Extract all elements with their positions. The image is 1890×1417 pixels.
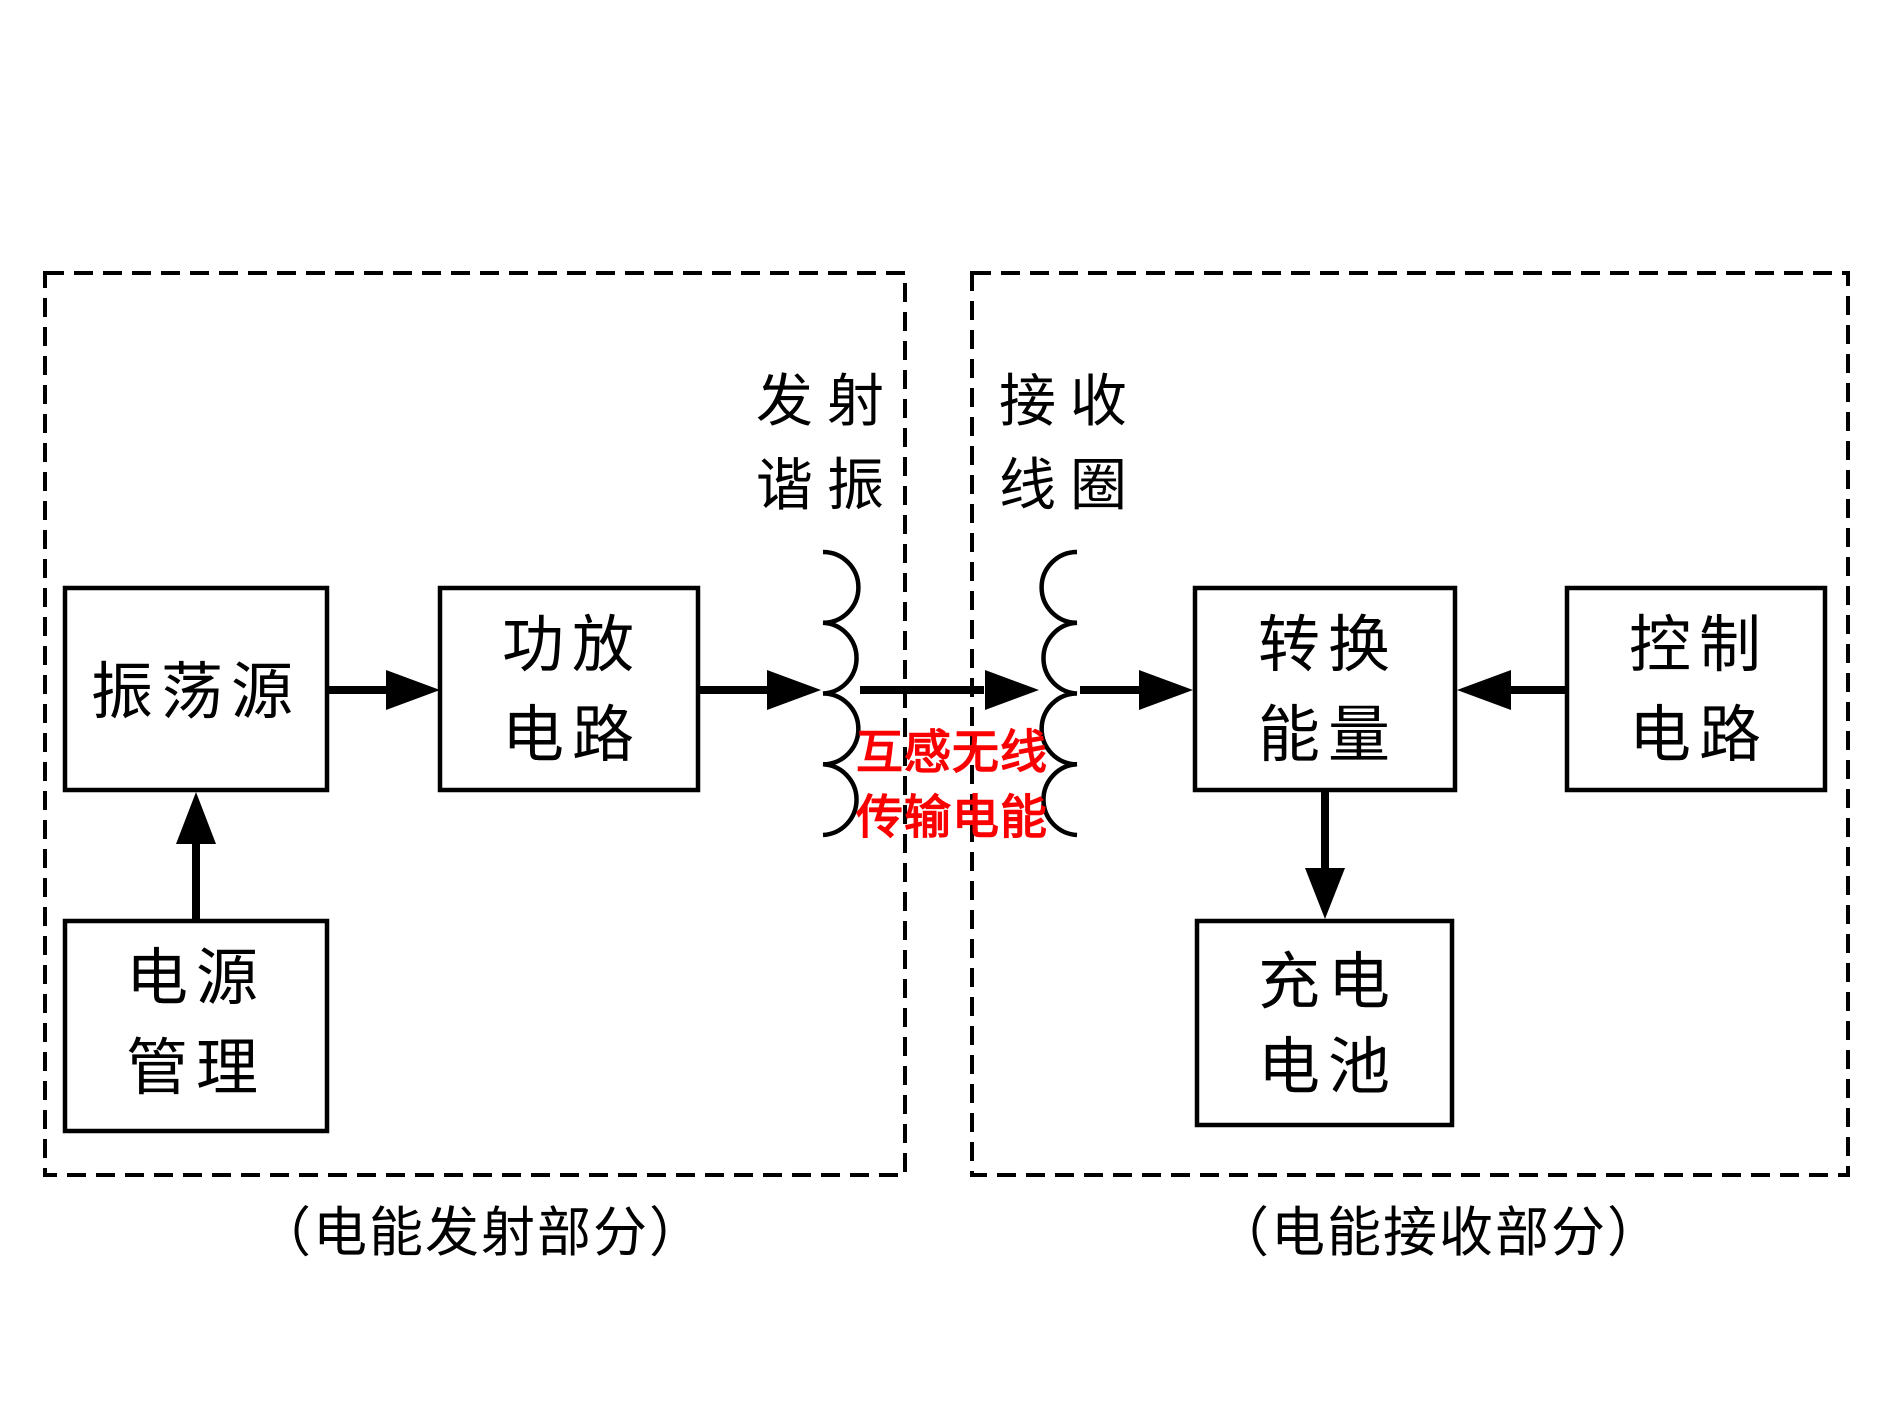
arrow-head	[1305, 868, 1345, 919]
power-amp-label-line2: 电路	[502, 702, 642, 770]
control-circuit-label-line1: 控制	[1629, 612, 1769, 680]
arrow-power-amp-to-transmit-coil	[700, 670, 821, 710]
receive-coil-icon	[1039, 549, 1078, 838]
power-management-label-line2: 管理	[126, 1035, 266, 1103]
arrow-power-management-to-oscillator	[176, 792, 216, 919]
mutual-induction-label-line1: 互感无线	[856, 726, 1048, 779]
transmitter-section-frame	[43, 271, 907, 1177]
arrow-control-circuit-to-energy-conversion	[1457, 670, 1565, 710]
transmit-coil-icon	[822, 549, 861, 838]
energy-conversion-box	[1192, 585, 1458, 793]
oscillator-label: 振荡源	[91, 659, 301, 727]
receive-coil-label-line1: 接收	[999, 371, 1141, 434]
mutual-induction-label-line2: 传输电能	[855, 791, 1048, 844]
energy-conversion-label-line2: 能量	[1258, 702, 1398, 770]
oscillator-box	[62, 585, 330, 793]
arrow-head	[985, 670, 1039, 710]
arrow-head	[767, 670, 821, 710]
arrow-head	[1139, 670, 1193, 710]
power-management-box	[62, 918, 330, 1134]
transmitter-section-caption: （电能发射部分）	[257, 1203, 705, 1263]
receiver-section-frame	[970, 271, 1850, 1177]
arrow-receive-coil-to-energy-conversion	[1080, 670, 1193, 710]
charging-battery-label-line2: 电池	[1258, 1034, 1398, 1102]
power-amp-label-line1: 功放	[502, 612, 642, 680]
arrow-head	[386, 670, 440, 710]
arrow-transmit-coil-to-receive-coil	[860, 670, 1039, 710]
arrow-oscillator-to-power-amp	[329, 670, 440, 710]
control-circuit-box	[1564, 585, 1828, 793]
charging-battery-box	[1194, 918, 1455, 1128]
arrow-head	[176, 792, 216, 844]
power-amp-box	[437, 585, 701, 793]
arrow-head	[1457, 670, 1511, 710]
power-management-label-line1: 电源	[126, 945, 266, 1013]
energy-conversion-label-line1: 转换	[1258, 612, 1398, 680]
control-circuit-label-line2: 电路	[1629, 702, 1769, 770]
receive-coil-label-line2: 线圈	[999, 455, 1141, 518]
transmit-resonance-label-line1: 发射	[756, 371, 898, 434]
transmit-resonance-label-line2: 谐振	[756, 455, 898, 518]
arrow-energy-conversion-to-charging-battery	[1305, 792, 1345, 919]
charging-battery-label-line1: 充电	[1258, 949, 1398, 1017]
receiver-section-caption: （电能接收部分）	[1215, 1203, 1663, 1263]
